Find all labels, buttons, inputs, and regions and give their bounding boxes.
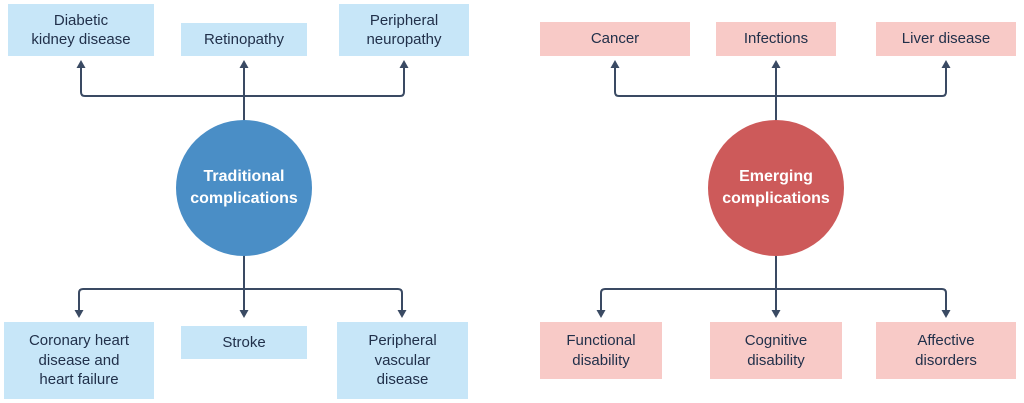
node-diabetic-kidney-disease: Diabetic kidney disease bbox=[8, 4, 154, 56]
hub-emerging-complications: Emerging complications bbox=[708, 120, 844, 256]
node-liver-disease: Liver disease bbox=[876, 22, 1016, 56]
node-cognitive-disability: Cognitive disability bbox=[710, 322, 842, 379]
node-coronary-heart-disease-heart-failure: Coronary heart disease and heart failure bbox=[4, 322, 154, 399]
node-functional-disability: Functional disability bbox=[540, 322, 662, 379]
node-retinopathy: Retinopathy bbox=[181, 23, 307, 56]
node-affective-disorders: Affective disorders bbox=[876, 322, 1016, 379]
node-cancer: Cancer bbox=[540, 22, 690, 56]
node-peripheral-vascular-disease: Peripheral vascular disease bbox=[337, 322, 468, 399]
node-infections: Infections bbox=[716, 22, 836, 56]
node-peripheral-neuropathy: Peripheral neuropathy bbox=[339, 4, 469, 56]
node-stroke: Stroke bbox=[181, 326, 307, 359]
hub-traditional-complications: Traditional complications bbox=[176, 120, 312, 256]
